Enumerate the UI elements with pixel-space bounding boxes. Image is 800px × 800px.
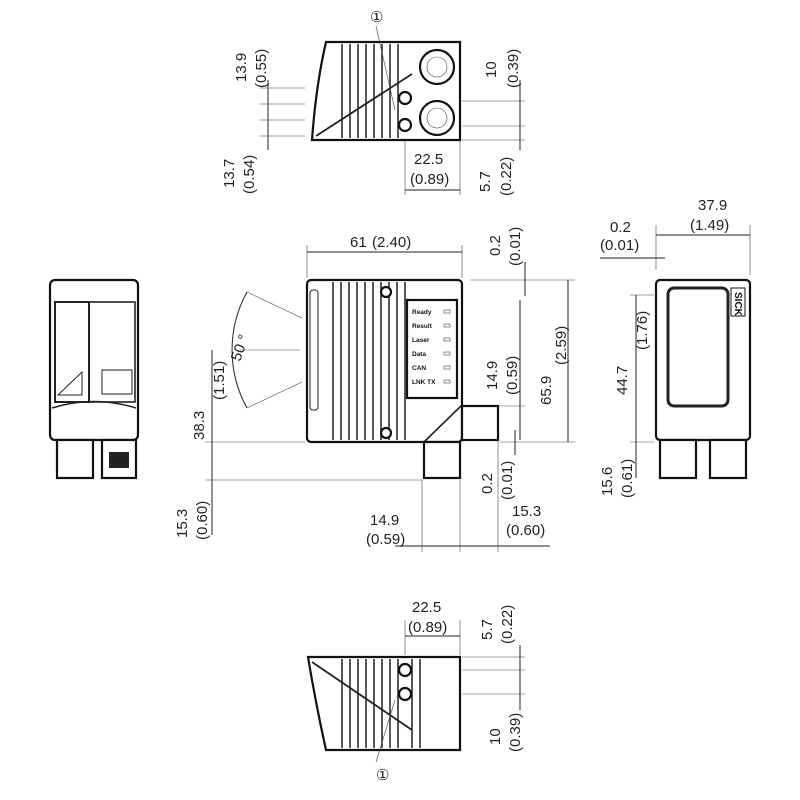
left-end-view — [48, 278, 140, 480]
bottom-view-ribs — [341, 659, 421, 748]
led-label-laser: Laser — [412, 337, 430, 344]
dim-inch: (0.89) — [408, 619, 447, 636]
dim-inch: (1.49) — [690, 217, 729, 234]
dim-value: 0.2 — [479, 473, 496, 494]
dim-inch: (0.22) — [499, 605, 516, 644]
dim-inch: (0.61) — [619, 459, 636, 498]
callout-marker: ① — [376, 767, 389, 784]
callout-marker: ① — [370, 9, 383, 26]
top-view-ribs — [341, 44, 399, 138]
dim-inch: (0.22) — [498, 157, 515, 196]
dim-value: 0.2 — [487, 235, 504, 256]
led-label-can: CAN — [412, 365, 426, 372]
dim-value: 14.9 — [370, 512, 399, 529]
left-view-housing — [48, 278, 140, 442]
brand-logo: SICK — [732, 292, 743, 317]
connector-icon — [55, 438, 95, 480]
dim-value: 22.5 — [412, 599, 441, 616]
dim-value: 44.7 — [614, 366, 631, 395]
dim-value: 10 — [487, 728, 504, 745]
dim-inch: (0.01) — [600, 237, 639, 254]
connector-icon — [418, 99, 456, 137]
connector-icon — [708, 438, 748, 480]
screw-icon — [379, 285, 393, 299]
dim-inch: (2.40) — [372, 234, 411, 251]
lens-window — [309, 289, 319, 411]
connector-icon — [658, 438, 698, 480]
bottom-connector — [422, 440, 462, 480]
dim-inch: (0.55) — [253, 49, 270, 88]
dim-value: 5.7 — [477, 171, 494, 192]
dim-value: 61 — [350, 234, 367, 251]
screw-icon — [397, 662, 413, 678]
led-list: Ready Result Laser Data CAN LNK TX — [412, 309, 451, 386]
dim-inch: (2.59) — [553, 326, 570, 365]
dim-value: 15.6 — [599, 467, 616, 496]
connector-icon — [418, 48, 456, 86]
dim-inch: (0.60) — [506, 522, 545, 539]
bottom-view-housing — [306, 655, 462, 752]
dim-inch: (0.89) — [410, 171, 449, 188]
dim-inch: (1.76) — [634, 311, 651, 350]
dim-value: 65.9 — [538, 376, 555, 405]
dim-value: 5.7 — [479, 619, 496, 640]
dim-value: 15.3 — [174, 509, 191, 538]
dim-value: 10 — [483, 61, 500, 78]
front-window — [666, 286, 730, 408]
led-label-lnk-tx: LNK TX — [412, 379, 436, 386]
dim-inch: (0.59) — [366, 531, 405, 548]
led-label-ready: Ready — [412, 309, 432, 316]
dim-value: 13.9 — [233, 53, 250, 82]
dim-value: 22.5 — [414, 151, 443, 168]
led-label-data: Data — [412, 351, 426, 358]
led-panel — [405, 298, 459, 400]
dim-value: 14.9 — [484, 361, 501, 390]
front-view-ribs — [332, 282, 406, 440]
screw-icon — [397, 117, 413, 133]
dim-inch: (0.59) — [504, 356, 521, 395]
top-view: ① 13.9 (0.55) 13.7 (0.54) 10 (0.39) 22.5… — [221, 9, 525, 196]
screw-icon — [397, 90, 413, 106]
dim-value: 15.3 — [512, 503, 541, 520]
side-view: SICK 37.9 (1.49) 0.2 (0.01) 44.7 (1.76) … — [599, 197, 752, 498]
dim-inch: (0.39) — [505, 49, 522, 88]
dim-inch: (0.54) — [241, 155, 258, 194]
dim-value: 0.2 — [610, 219, 631, 236]
dim-value: 37.9 — [698, 197, 727, 214]
dim-inch: (0.01) — [507, 227, 524, 266]
front-view: Ready Result Laser Data CAN LNK TX 50 ° … — [174, 227, 575, 552]
dim-value: 13.7 — [221, 159, 238, 188]
dim-value: 38.3 — [191, 411, 208, 440]
dim-inch: (0.60) — [194, 501, 211, 540]
laser-warning-icon — [56, 370, 83, 396]
scan-angle-label: 50 ° — [228, 332, 253, 363]
angled-connector — [460, 404, 500, 442]
dim-inch: (0.01) — [499, 461, 516, 500]
bottom-view: ① 22.5 (0.89) 5.7 (0.22) 10 (0.39) — [306, 599, 525, 784]
dim-inch: (0.39) — [507, 713, 524, 752]
led-label-result: Result — [412, 323, 433, 330]
dim-inch: (1.51) — [211, 361, 228, 400]
screw-icon — [379, 426, 393, 440]
screw-icon — [397, 686, 413, 702]
